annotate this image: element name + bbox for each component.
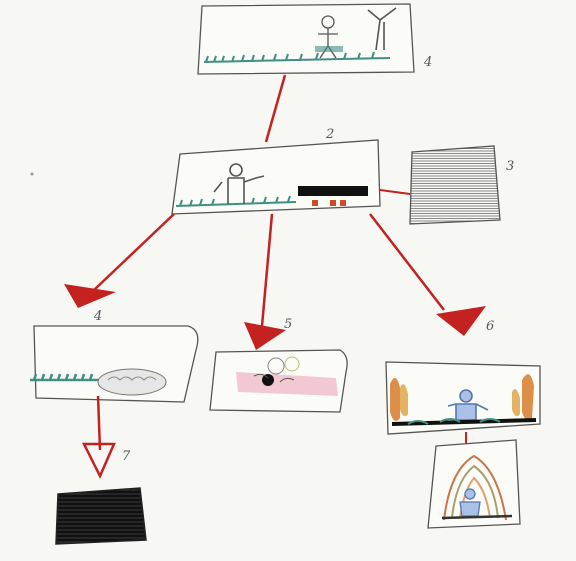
panel-7-number: 7 [122,449,131,464]
tree-icon [367,7,397,51]
stick-figure-icon [213,163,265,204]
cave-icon [97,368,167,396]
stick-figure-icon [459,488,481,517]
flower-icon [236,356,338,396]
panel-6-number: 6 [486,319,494,334]
panel-6 [385,361,541,435]
stick-figure-icon [315,15,343,59]
ground-line [391,418,537,426]
panel-5-number: 5 [284,317,292,332]
grass-strip [30,373,102,382]
panel-1 [197,3,415,75]
grass-strip [175,195,297,207]
panel-7 [55,487,147,545]
arrow-panel-4-to-7 [81,395,116,479]
panel-1-number: 4 [423,55,432,70]
tree-icon [390,374,534,421]
grass-strip [203,51,391,63]
panel-2-number: 2 [325,127,334,142]
arrow-panel-2-to-4 [64,213,175,308]
arrow-panel-2-to-3 [379,189,411,195]
panel-4-number: 4 [93,309,102,324]
panel-8 [427,439,521,529]
stick-figure-icon [447,389,489,421]
panel-4 [30,325,199,403]
panel-5 [209,349,348,413]
panel-3 [409,145,501,225]
arrow-panel-2-to-6 [369,213,486,336]
panel-3-number: 3 [506,159,514,174]
black-platform [298,186,368,206]
panel-2 [171,139,381,215]
pencil-dot [30,172,34,176]
arrow-panel-1-to-2 [264,74,287,143]
arrow-panel-2-to-5 [244,213,286,350]
